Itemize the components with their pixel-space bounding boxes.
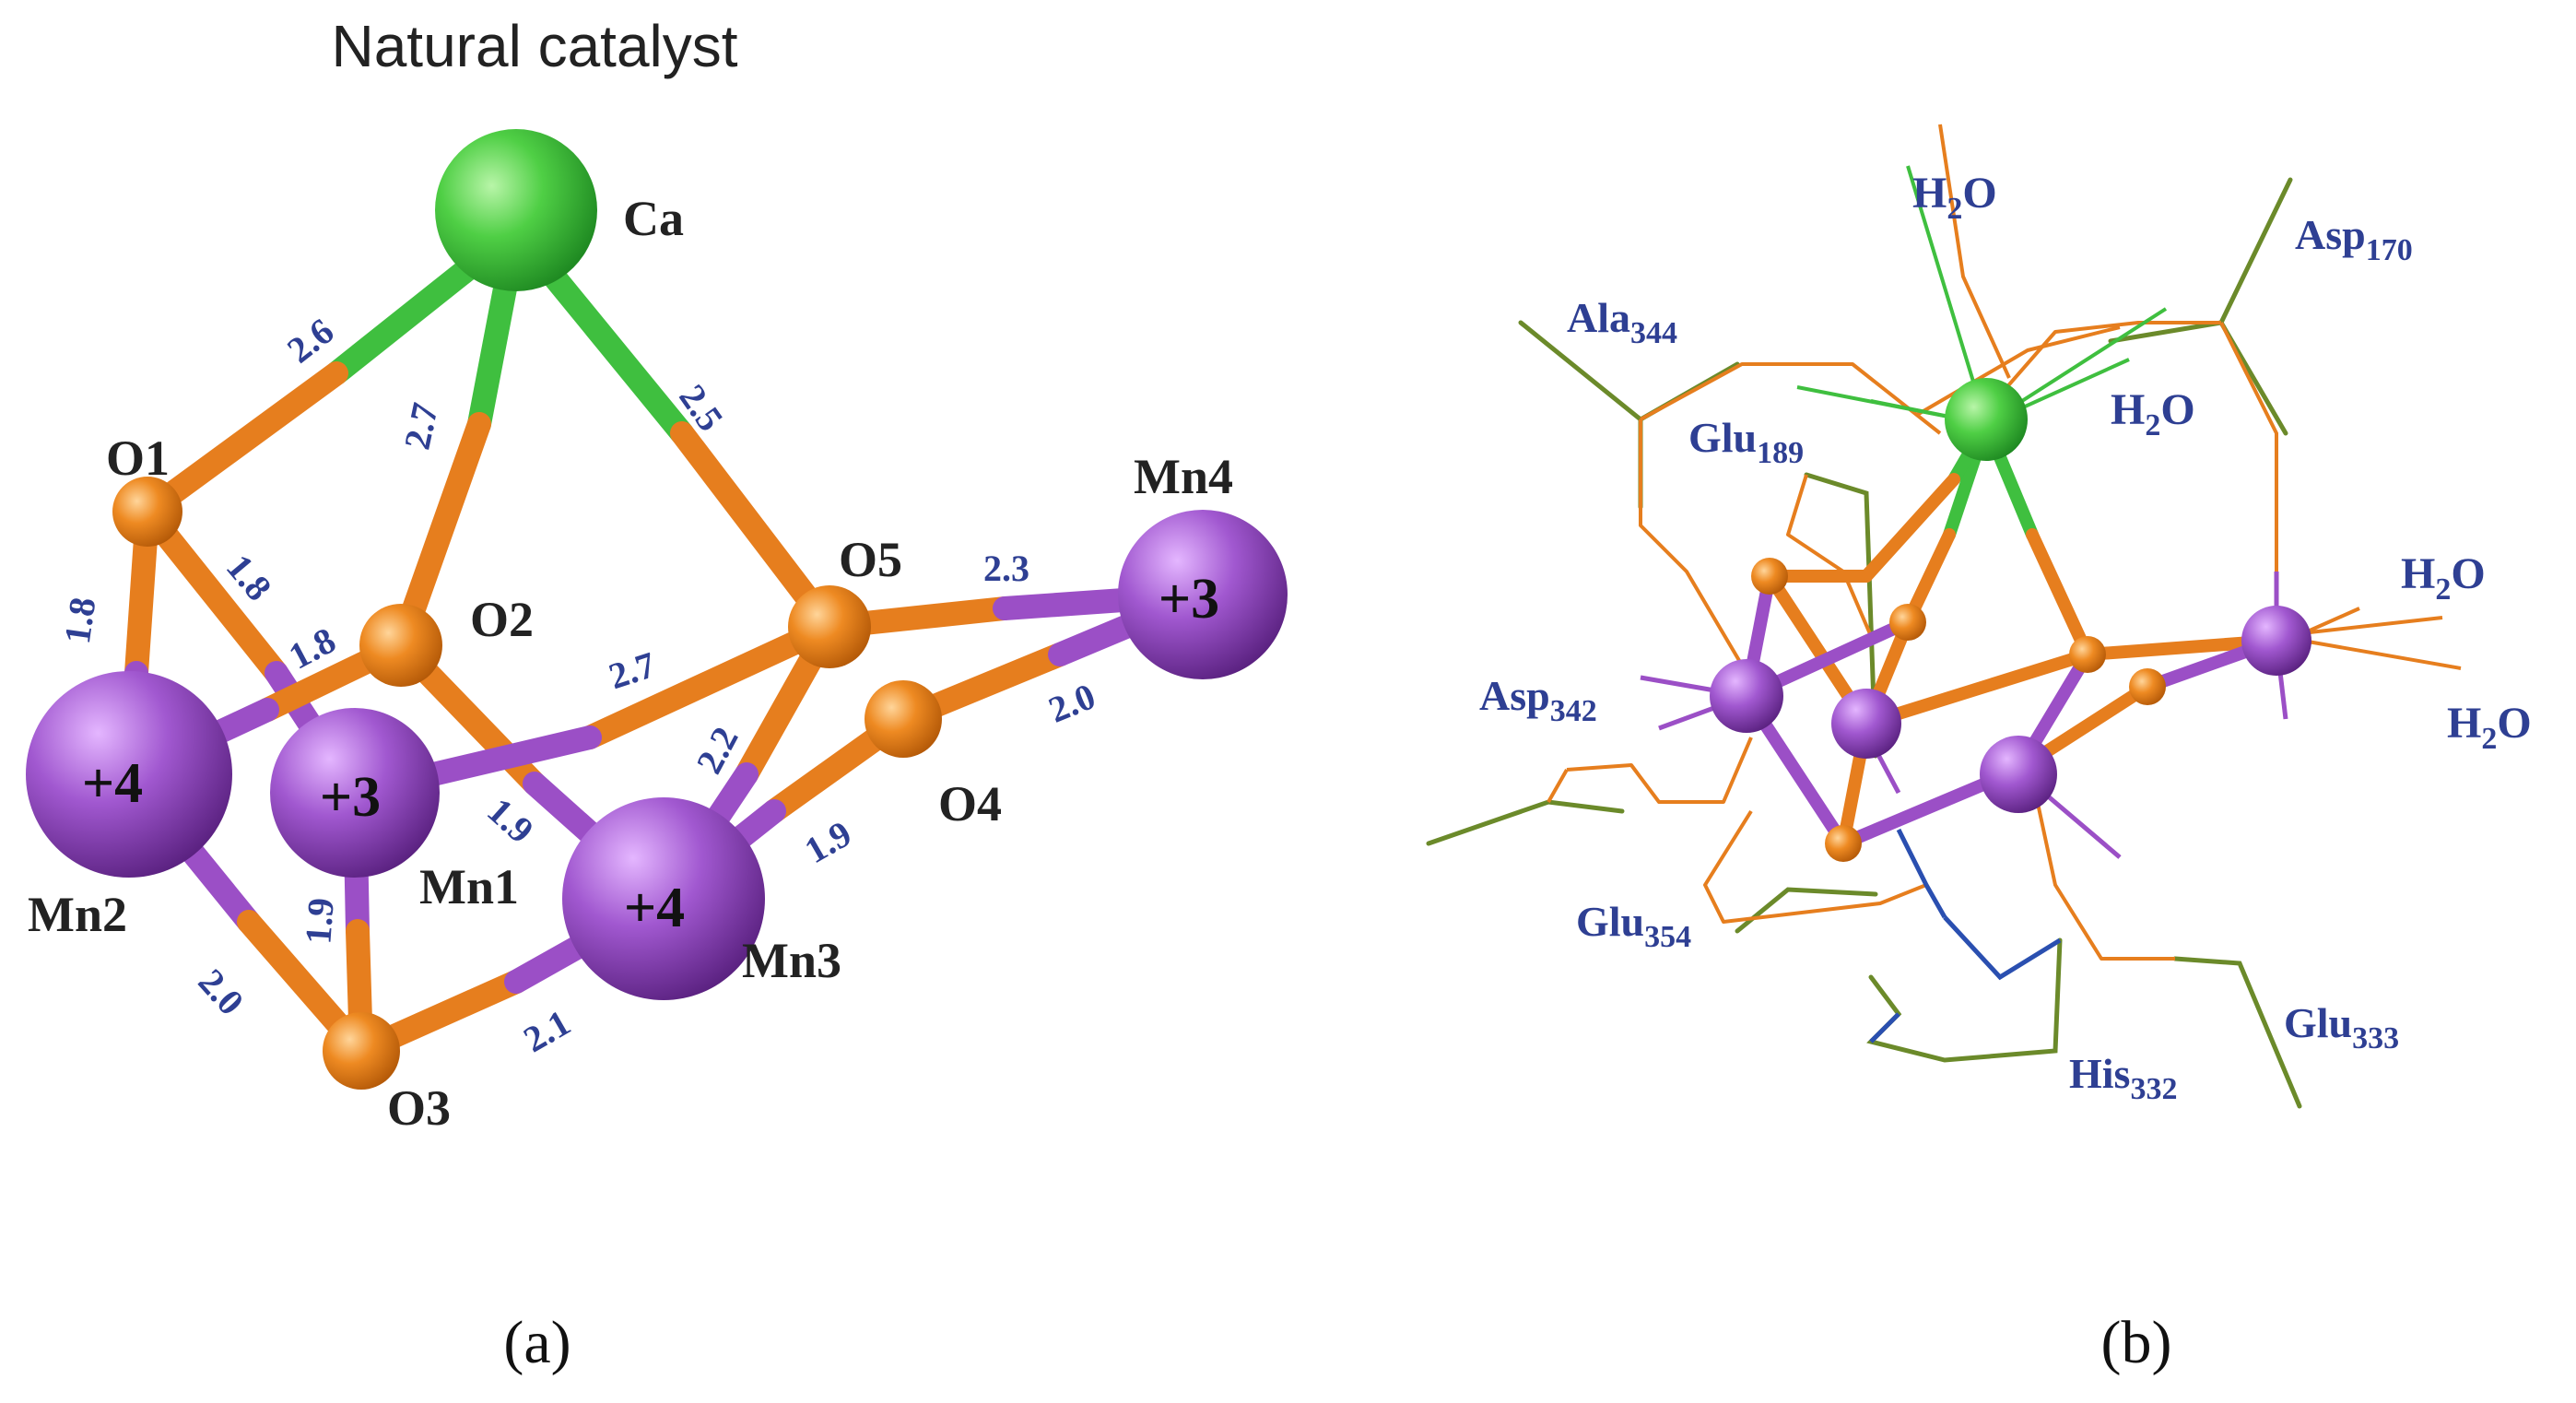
panel-b: Ala344 Glu189 Asp170 Asp342 Glu354 His33… bbox=[1426, 124, 2532, 1376]
atom-mn4 bbox=[1118, 510, 1288, 679]
label-mn4: Mn4 bbox=[1134, 449, 1233, 504]
residue-label: Ala344 bbox=[1567, 294, 1677, 350]
residue-label: Asp342 bbox=[1479, 672, 1597, 728]
atom-mn-b bbox=[2241, 606, 2311, 676]
atom-mn3 bbox=[562, 797, 765, 1000]
bond-label: 2.0 bbox=[191, 961, 253, 1022]
atom-o5 bbox=[788, 585, 871, 668]
residue-labels: Ala344 Glu189 Asp170 Asp342 Glu354 His33… bbox=[1479, 211, 2413, 1106]
residue-label: Glu354 bbox=[1576, 898, 1691, 954]
bond-label: 2.3 bbox=[983, 548, 1029, 589]
label-mn2: Mn2 bbox=[28, 887, 127, 942]
water-labels: H2O H2O H2O H2O bbox=[1912, 169, 2532, 756]
atom-o-b bbox=[2129, 668, 2166, 705]
label-o3: O3 bbox=[387, 1080, 451, 1136]
label-o5: O5 bbox=[839, 532, 902, 587]
atom-ca-b bbox=[1945, 378, 2028, 461]
label-mn3: Mn3 bbox=[742, 933, 841, 988]
atom-mn-b bbox=[1831, 689, 1901, 759]
water-label: H2O bbox=[1912, 169, 1997, 226]
atom-o1 bbox=[112, 477, 182, 547]
residue-label: Glu333 bbox=[2284, 999, 2399, 1055]
atom-o-b bbox=[2069, 636, 2106, 673]
atoms-b bbox=[1710, 378, 2311, 862]
atom-o3 bbox=[323, 1012, 400, 1090]
water-label: H2O bbox=[2401, 549, 2486, 607]
bond-label: 2.1 bbox=[516, 1001, 577, 1060]
his-nitrogen bbox=[1869, 828, 2062, 1043]
bond-label: 2.0 bbox=[1042, 675, 1100, 730]
caption-b: (b) bbox=[2101, 1309, 2172, 1376]
atom-o4 bbox=[865, 680, 942, 758]
ox-mn3: +4 bbox=[624, 877, 685, 939]
residue-label: Glu189 bbox=[1688, 414, 1804, 470]
atom-mn-b bbox=[1710, 659, 1783, 733]
atom-ca bbox=[435, 129, 597, 291]
label-mn1: Mn1 bbox=[419, 859, 519, 914]
ox-mn1: +3 bbox=[320, 766, 381, 829]
atoms-a bbox=[26, 129, 1288, 1090]
water-label: H2O bbox=[2447, 699, 2532, 756]
atom-labels-a: Ca O1 O2 O5 Mn4 O4 Mn2 Mn1 Mn3 O3 bbox=[28, 191, 1233, 1136]
ox-mn2: +4 bbox=[82, 752, 143, 815]
bond-label: 1.9 bbox=[297, 897, 341, 946]
atom-mn2 bbox=[26, 671, 232, 878]
label-o2: O2 bbox=[470, 592, 534, 647]
bond-label: 2.7 bbox=[604, 643, 660, 697]
atom-o2 bbox=[359, 604, 442, 687]
residue-label: Asp170 bbox=[2295, 211, 2413, 267]
atom-o-b bbox=[1889, 604, 1926, 641]
label-ca: Ca bbox=[623, 191, 684, 246]
bond-label: 1.9 bbox=[797, 812, 858, 871]
atom-mn-b bbox=[1980, 736, 2057, 813]
panel-a-title: Natural catalyst bbox=[331, 13, 737, 79]
panel-a: Natural catalyst bbox=[26, 13, 1288, 1376]
bond-label: 1.8 bbox=[56, 595, 104, 646]
water-label: H2O bbox=[2111, 385, 2195, 442]
atom-o-b bbox=[1825, 825, 1862, 862]
caption-a: (a) bbox=[503, 1309, 570, 1376]
atom-mn1 bbox=[270, 708, 440, 878]
atom-o-b bbox=[1751, 558, 1788, 595]
ox-mn4: +3 bbox=[1159, 568, 1219, 631]
label-o4: O4 bbox=[938, 776, 1002, 831]
residue-label: His332 bbox=[2069, 1050, 2177, 1106]
oxidation-states: +4 +3 +4 +3 bbox=[82, 568, 1219, 939]
bond-label: 2.7 bbox=[396, 399, 446, 453]
bond-label: 1.9 bbox=[479, 790, 541, 852]
label-o1: O1 bbox=[106, 430, 170, 486]
